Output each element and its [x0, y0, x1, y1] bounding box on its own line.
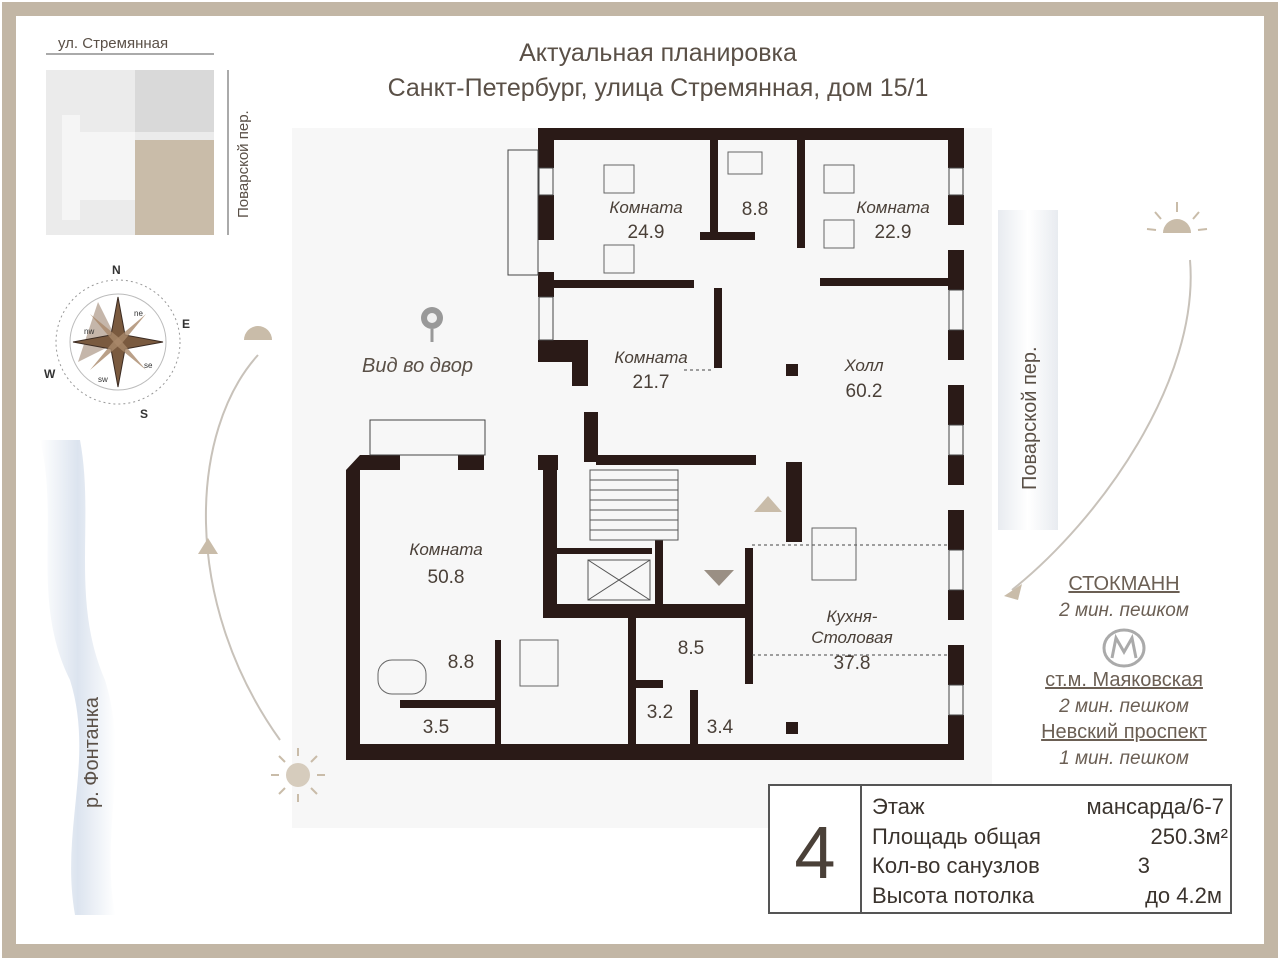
info-bathrooms-label: Кол-во санузлов — [872, 853, 1040, 878]
room-labels: Комната 24.9 8.8 Комната 22.9 Комната 21… — [409, 198, 929, 738]
room-area-hall: 60.2 — [846, 381, 883, 402]
info-height-label: Высота потолка — [872, 883, 1035, 908]
room-name-top-right: Комната — [856, 198, 929, 217]
room-area-bath-top: 8.8 — [742, 199, 768, 220]
compass-sw: sw — [98, 375, 108, 384]
site-street-right: Поварской пер. — [235, 110, 252, 218]
sun-arrow-right-icon — [1004, 584, 1022, 600]
entry-up-icon — [754, 496, 782, 512]
river-label: р. Фонтанка — [81, 696, 103, 808]
lane-label: Поварской пер. — [1019, 346, 1041, 490]
info-area-value: 250.3м² — [1150, 824, 1228, 849]
poi-metro-time: 2 мин. пешком — [1058, 696, 1189, 717]
courtyard-view-label: Вид во двор — [362, 355, 473, 377]
plan-title: Актуальная планировка — [519, 39, 797, 67]
compass-rose: N E S W ne nw se sw — [44, 263, 190, 421]
sun-path — [205, 259, 1192, 741]
plan-fixtures — [377, 151, 857, 695]
room-area-bath-left: 8.8 — [448, 652, 474, 673]
info-area-label: Площадь общая — [872, 824, 1041, 849]
poi-metro: ст.м. Маяковская — [1045, 669, 1203, 691]
poi-store: СТОКМАНН — [1068, 573, 1179, 595]
room-area-storage: 3.4 — [707, 717, 734, 738]
compass-e: E — [182, 317, 190, 331]
room-name-left: Комната — [409, 540, 482, 559]
plan-walls — [346, 128, 964, 760]
metro-icon — [1102, 628, 1146, 668]
info-floor-value: мансарда/6-7 — [1087, 794, 1224, 819]
poi-avenue: Невский проспект — [1041, 721, 1207, 743]
room-area-top-right: 22.9 — [875, 222, 912, 243]
elevator — [587, 559, 651, 601]
compass-se: se — [144, 361, 153, 370]
compass-n: N — [112, 263, 121, 277]
room-area-top-left: 24.9 — [628, 222, 665, 243]
sunrise-icon — [1146, 202, 1208, 233]
apartment-info-table: 4 Этаж мансарда/6-7 Площадь общая 250.3м… — [768, 784, 1232, 914]
room-name-top-left: Комната — [609, 198, 682, 217]
noon-sun-icon — [244, 326, 272, 340]
sunset-icon — [271, 748, 325, 802]
plan-address: Санкт-Петербург, улица Стремянная, дом 1… — [388, 74, 929, 102]
info-bathrooms-value: 3 — [1138, 853, 1150, 878]
view-pin-icon — [421, 307, 443, 342]
info-height-value: до 4.2м — [1145, 883, 1222, 908]
poi-store-time: 2 мин. пешком — [1058, 600, 1189, 621]
plan-background — [292, 128, 992, 828]
room-name-kitchen-2: Столовая — [811, 628, 892, 647]
room-area-wc-left: 3.5 — [423, 717, 449, 738]
room-area-left: 50.8 — [428, 567, 465, 588]
river: р. Фонтанка — [40, 440, 116, 915]
compass-nw: nw — [84, 327, 94, 336]
room-area-wc-small: 3.2 — [647, 702, 673, 723]
plan-windows — [369, 149, 964, 716]
site-street-top: ул. Стремянная — [58, 35, 168, 52]
room-area-kitchen: 37.8 — [834, 653, 871, 674]
room-name-hall: Холл — [843, 356, 884, 375]
room-name-kitchen-1: Кухня- — [827, 607, 878, 626]
lane: Поварской пер. — [998, 210, 1058, 530]
staircase — [589, 469, 679, 541]
compass-s: S — [140, 407, 148, 421]
compass-ne: ne — [134, 309, 143, 318]
room-area-corridor: 8.5 — [678, 638, 704, 659]
poi-avenue-time: 1 мин. пешком — [1059, 748, 1189, 769]
room-area-middle: 21.7 — [633, 372, 670, 393]
site-map: ул. Стремянная Поварской пер. — [46, 35, 252, 235]
sun-arrow-left-icon — [198, 538, 218, 554]
room-name-middle: Комната — [614, 348, 687, 367]
info-floor-label: Этаж — [872, 794, 925, 819]
points-of-interest: СТОКМАНН 2 мин. пешком ст.м. Маяковская … — [1041, 573, 1207, 769]
unit-number: 4 — [794, 811, 835, 894]
compass-w: W — [44, 367, 56, 381]
entry-down-icon — [704, 570, 734, 586]
